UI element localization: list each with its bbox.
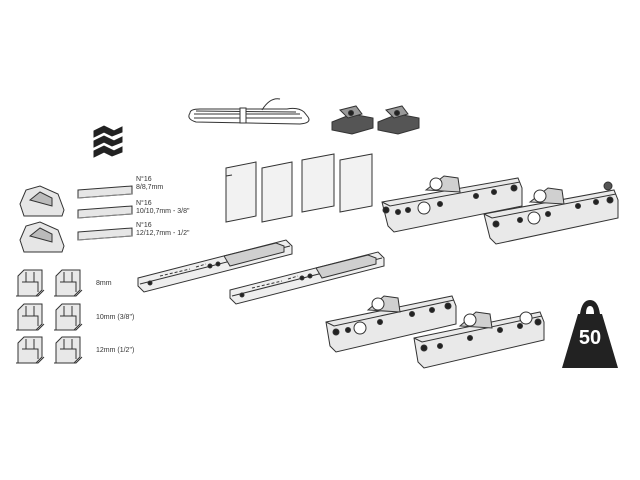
cover-plates [225, 153, 373, 223]
strip1-size: 8/8,7mm [136, 184, 164, 191]
strip1-number: N°16 [136, 176, 152, 183]
roller-carriage-1 [381, 175, 523, 233]
end-stop-2 [377, 105, 420, 135]
weight-icon [562, 300, 618, 368]
clamp-label-8mm: 8mm [96, 280, 112, 287]
soft-close-damper-1 [137, 239, 293, 293]
clamp-12mm-a [16, 336, 45, 364]
soft-close-damper-2 [229, 251, 385, 305]
cable-coil [188, 98, 310, 125]
strip2-size: 10/10,7mm - 3/8" [136, 208, 190, 215]
cover-plate-1 [225, 161, 257, 223]
spacer-stack [93, 125, 123, 158]
clamp-label-12mm: 12mm (1/2") [96, 347, 135, 354]
roller-carriage-2 [483, 181, 619, 245]
strip3-number: N°16 [136, 222, 152, 229]
roller-carriage-4 [413, 311, 545, 369]
seal-strip-3 [77, 227, 133, 241]
glass-clamps [16, 269, 83, 364]
floor-guide-1 [19, 185, 65, 217]
clamp-12mm-b [54, 336, 83, 364]
roller-carriage-3 [325, 295, 457, 353]
floor-guide-2 [19, 221, 65, 253]
seal-strip-1 [77, 185, 133, 199]
cover-plate-2 [261, 161, 293, 223]
weight-value: 50 [578, 327, 602, 349]
clamp-label-10mm: 10mm (3/8") [96, 314, 135, 321]
cover-plate-3 [301, 153, 335, 213]
clamp-10mm-b [54, 303, 83, 331]
cover-plate-4 [339, 153, 373, 213]
end-stop-1 [331, 105, 374, 135]
strip3-size: 12/12,7mm - 1/2" [136, 230, 190, 237]
clamp-8mm-a [16, 269, 45, 297]
seal-strip-2 [77, 205, 133, 219]
clamp-8mm-b [54, 269, 83, 297]
strip2-number: N°16 [136, 200, 152, 207]
clamp-10mm-a [16, 303, 45, 331]
